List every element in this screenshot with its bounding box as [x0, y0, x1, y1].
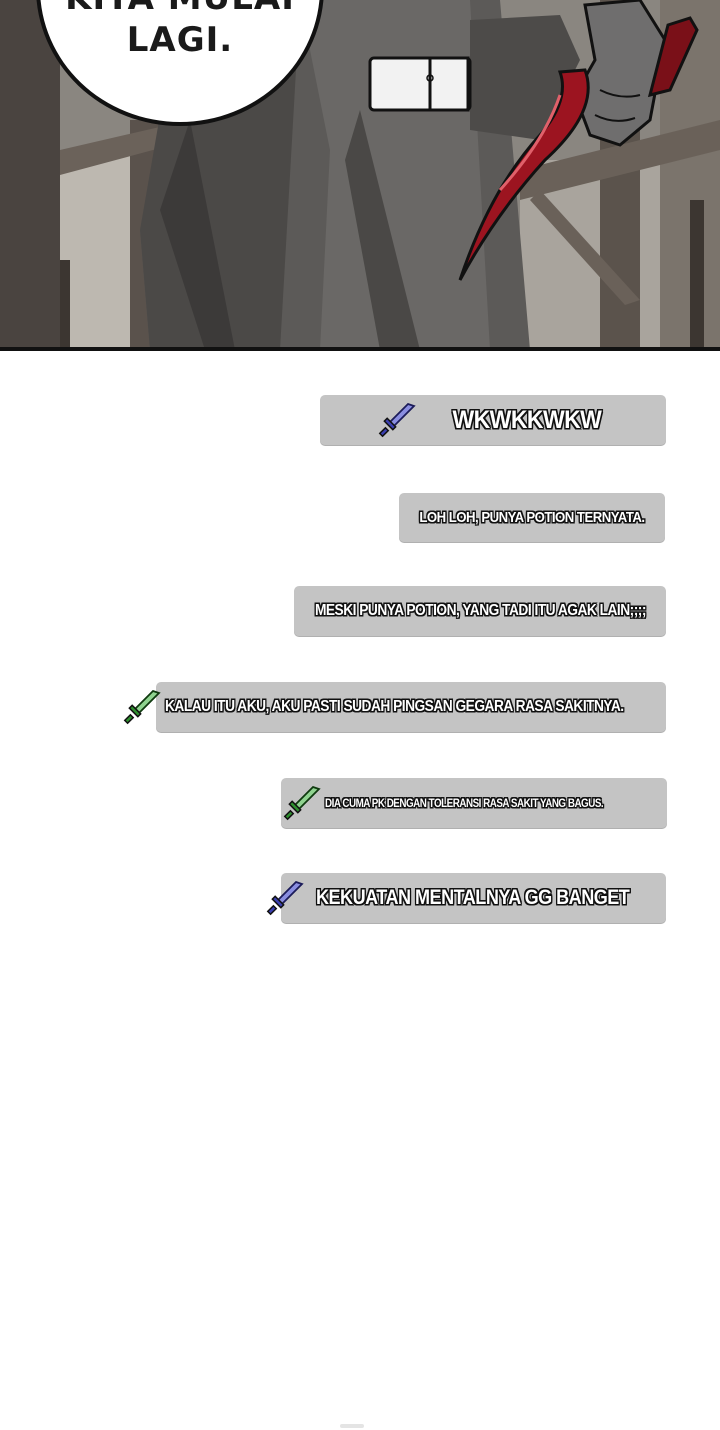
- comment-5: DIA CUMA PK DENGAN TOLERANSI RASA SAKIT …: [281, 778, 667, 828]
- comment-text: KALAU ITU AKU, AKU PASTI SUDAH PINGSAN G…: [165, 698, 624, 715]
- page-end-mark: [340, 1424, 364, 1428]
- comment-text: KEKUATAN MENTALNYA GG BANGET: [316, 886, 630, 909]
- sword-shape: [378, 402, 416, 438]
- comment-text: WKWKKWKW: [452, 405, 602, 434]
- comment-text: DIA CUMA PK DENGAN TOLERANSI RASA SAKIT …: [325, 796, 604, 810]
- comic-panel: KITA MULAI LAGI.: [0, 0, 720, 350]
- comment-2: LOH LOH, PUNYA POTION TERNYATA.: [399, 493, 665, 542]
- panel-border: [0, 347, 720, 351]
- comment-6: KEKUATAN MENTALNYA GG BANGET: [267, 873, 666, 923]
- sword-icon: [267, 880, 305, 916]
- panel-artwork: [0, 0, 720, 350]
- sword-icon: [284, 785, 322, 821]
- comment-4: KALAU ITU AKU, AKU PASTI SUDAH PINGSAN G…: [124, 682, 666, 732]
- comment-3: MESKI PUNYA POTION, YANG TADI ITU AGAK L…: [294, 586, 666, 636]
- comment-text: MESKI PUNYA POTION, YANG TADI ITU AGAK L…: [314, 602, 646, 619]
- speech-bubble-line-2: LAGI.: [126, 20, 234, 60]
- sword-icon: [378, 402, 416, 438]
- comment-text: LOH LOH, PUNYA POTION TERNYATA.: [419, 509, 645, 526]
- sword-icon: [124, 689, 162, 725]
- comment-1: WKWKKWKW: [320, 395, 666, 445]
- speech-bubble-line-1: KITA MULAI: [36, 0, 324, 18]
